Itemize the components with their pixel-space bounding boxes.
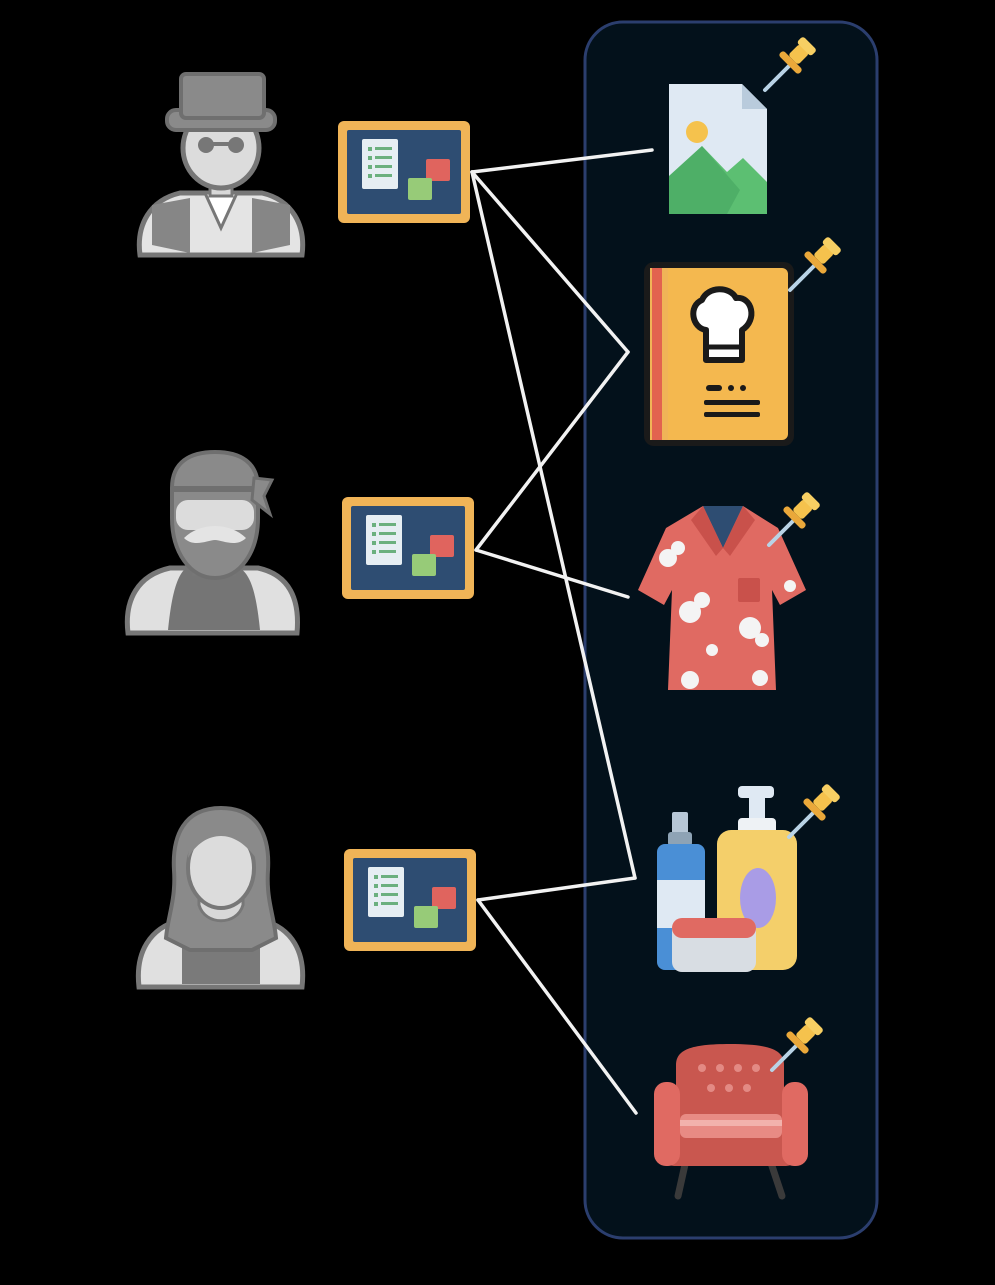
pinboard-icon[interactable] (344, 849, 476, 951)
woman-long-hair-icon (135, 805, 306, 990)
connector-board1-cosmetics (470, 170, 637, 880)
connector-board3-armchair (476, 898, 638, 1115)
man-top-hat-sunglasses-icon (136, 72, 306, 258)
connector-board1-image (470, 148, 654, 174)
connector-board2-shirt (474, 548, 630, 599)
hawaiian-shirt-icon[interactable] (638, 486, 826, 690)
connector-board2-recipe (474, 350, 630, 552)
image-file-icon[interactable] (669, 31, 822, 214)
connector-board3-cosmetics (476, 876, 637, 902)
pinboard-icon[interactable] (338, 121, 470, 223)
cosmetics-bottles-icon[interactable] (657, 778, 846, 972)
recipe-book-icon[interactable] (644, 231, 847, 446)
armchair-icon[interactable] (654, 1011, 829, 1200)
connector-board1-recipe (470, 170, 630, 354)
connections (470, 148, 654, 1115)
pinboard-icon[interactable] (342, 497, 474, 599)
man-bandana-mustache-icon (124, 449, 300, 636)
